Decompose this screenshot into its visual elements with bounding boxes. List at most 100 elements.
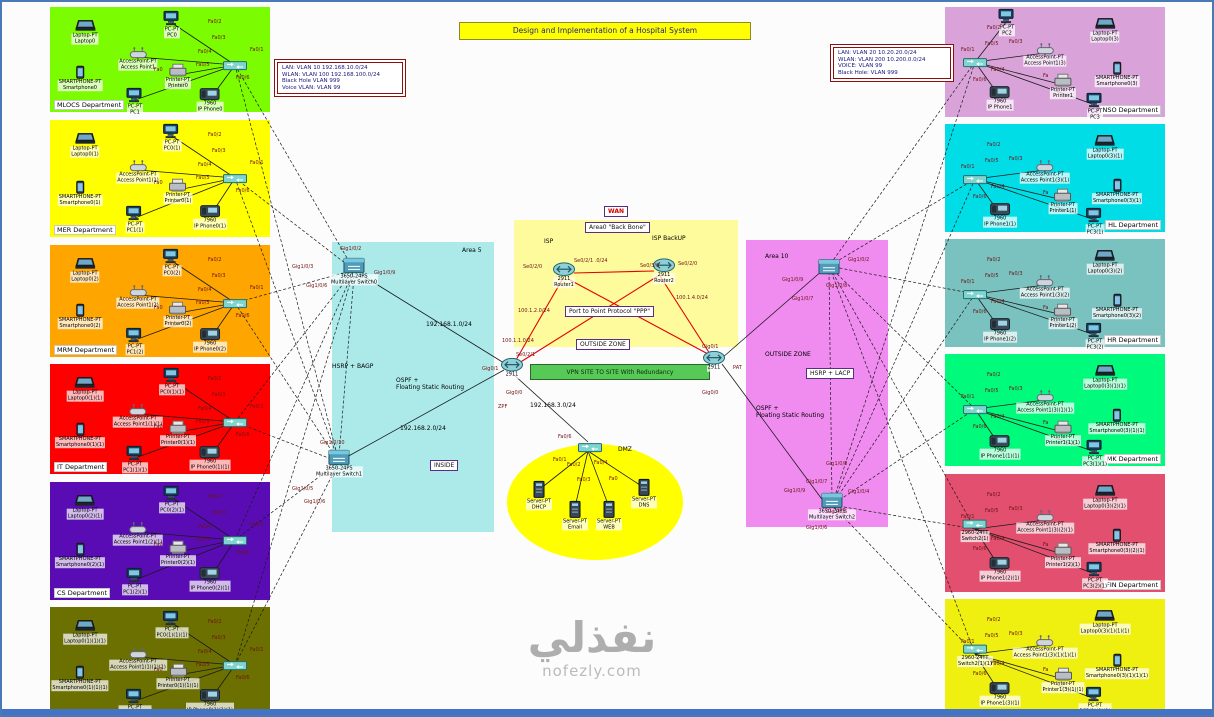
device-printer1-1-1[interactable]: Printer-PT Printer1(1)(1) — [1045, 420, 1081, 447]
device-printer1[interactable]: Printer-PT Printer1 — [1049, 73, 1077, 100]
device-laptop0-3-2[interactable]: Laptop-PT Laptop0(3)(2) — [1086, 250, 1124, 275]
device-smartphone0-3-2[interactable]: SMARTPHONE-PT Smartphone0(3)(2) — [1091, 293, 1143, 320]
device-smartphone0-3-2-1[interactable]: SMARTPHONE-PT Smartphone0(3)(2)(1) — [1088, 528, 1146, 555]
device-smartphone0-2[interactable]: SMARTPHONE-PT Smartphone0(2) — [57, 303, 103, 330]
device-printer1-2[interactable]: Printer-PT Printer1(2) — [1048, 303, 1078, 330]
device-multilayer-switch0[interactable]: 3650-24PS Multilayer Switch0 — [329, 257, 379, 286]
device-laptop0-1-1[interactable]: Laptop-PT Laptop0(1)(1) — [66, 377, 104, 402]
device-printer0[interactable]: Printer-PT Printer0 — [164, 63, 192, 90]
device-printer0-2-1[interactable]: Printer-PT Printer0(2)(1) — [160, 540, 196, 567]
device-ip-phone1-2[interactable]: 7960 IP Phone1(2) — [983, 318, 1017, 343]
device-printer1-1[interactable]: Printer-PT Printer1(1) — [1048, 188, 1078, 215]
device-smartphone0-3-1[interactable]: SMARTPHONE-PT Smartphone0(3)(1) — [1091, 178, 1143, 205]
device-pc0-1-1-1[interactable]: PC-PT PC0(1)(1)(1) — [155, 610, 189, 639]
device-dns[interactable]: Server-PT DNS — [631, 478, 657, 509]
device-pc3-2-1[interactable]: PC-PT PC3(2)(1) — [1082, 561, 1108, 590]
device-switch[interactable] — [223, 173, 247, 185]
port-label: Fa0 — [154, 667, 163, 673]
device-pc2[interactable]: PC-PT PC2 — [998, 8, 1016, 37]
device-ip-phone1-1[interactable]: 7960 IP Phone1(1) — [983, 203, 1017, 228]
device-ip-phone1-3-1[interactable]: 7960 IP Phone1(3)(1) — [979, 682, 1021, 707]
device-laptop0-1-1-1[interactable]: Laptop-PT Laptop0(1)(1)(1) — [63, 620, 107, 645]
device-laptop0-2-1[interactable]: Laptop-PT Laptop0(2)(1) — [66, 495, 104, 520]
device-2911[interactable]: 2911 — [703, 350, 725, 372]
device-smartphone0-3[interactable]: SMARTPHONE-PT Smartphone0(3) — [1094, 61, 1140, 88]
device-ip-phone0[interactable]: 7960 IP Phone0 — [196, 88, 224, 113]
device-switch[interactable] — [963, 289, 987, 301]
device-access-point1-3[interactable]: AccessPoint-PT Access Point1(3) — [1023, 42, 1067, 67]
device-pc0-2[interactable]: PC-PT PC0(2) — [162, 248, 182, 277]
port-label: Gig1/0/5 — [292, 486, 314, 492]
device-printer0-1[interactable]: Printer-PT Printer0(1) — [163, 178, 193, 205]
device-access-point1[interactable]: AccessPoint-PT Access Point1 — [118, 46, 158, 71]
device-access-point1-3-1[interactable]: AccessPoint-PT Access Point1(3)(1) — [1019, 159, 1071, 184]
device-laptop0-2[interactable]: Laptop-PT Laptop0(2) — [70, 258, 100, 283]
device-web[interactable]: Server-PT WEB — [596, 500, 622, 531]
device-pc3-2[interactable]: PC-PT PC3(2) — [1085, 322, 1105, 351]
device-pc0-1[interactable]: PC-PT PC0(1) — [162, 123, 182, 152]
device-switch[interactable] — [963, 404, 987, 416]
device-switch[interactable] — [963, 174, 987, 186]
device-switch2-1[interactable]: 2960-24TT Switch2(1) — [960, 518, 990, 543]
device-pc0-2-1[interactable]: PC-PT PC0(2)(1) — [159, 485, 185, 514]
device-ip-phone0-1-1[interactable]: 7960 IP Phone0(1)(1) — [189, 446, 231, 471]
device-printer1-2-1[interactable]: Printer-PT Printer1(2)(1) — [1045, 542, 1081, 569]
device-router1[interactable]: 2911 Router1 — [553, 262, 575, 289]
port-label: Fa0/5 — [196, 175, 210, 181]
device-smartphone0-1-1-1[interactable]: SMARTPHONE-PT Smartphone0(1)(1)(1) — [51, 665, 109, 692]
device-access-point1-3-1-1-1[interactable]: AccessPoint-PT Access Point1(3)(1)(1)(1) — [1012, 634, 1078, 659]
device-laptop0-3-1-1[interactable]: Laptop-PT Laptop0(3)(1)(1) — [1083, 365, 1127, 390]
device-pc1-2-1[interactable]: PC-PT PC1(2)(1) — [122, 567, 148, 596]
device-pc1-1[interactable]: PC-PT PC1(1) — [125, 205, 145, 234]
device-printer0-1-1-1[interactable]: Printer-PT Printer0(1)(1)(1) — [156, 663, 200, 690]
device-switch[interactable] — [223, 60, 247, 72]
device-pc3-1[interactable]: PC-PT PC3(1) — [1085, 207, 1105, 236]
device-switch[interactable] — [223, 298, 247, 310]
device-laptop0-3[interactable]: Laptop-PT Laptop0(3) — [1090, 18, 1120, 43]
device-printer0-1-1[interactable]: Printer-PT Printer0(1)(1) — [160, 420, 196, 447]
device-dhcp[interactable]: Server-PT DHCP — [526, 480, 552, 511]
device-laptop0-1[interactable]: Laptop-PT Laptop0(1) — [70, 133, 100, 158]
device-access-point1-3-1-1[interactable]: AccessPoint-PT Access Point1(3)(1)(1) — [1016, 389, 1074, 414]
device-switch[interactable] — [223, 660, 247, 672]
device-smartphone0-1[interactable]: SMARTPHONE-PT Smartphone0(1) — [57, 180, 103, 207]
device-printer0-2[interactable]: Printer-PT Printer0(2) — [163, 301, 193, 328]
device-pc1-2[interactable]: PC-PT PC1(2) — [125, 327, 145, 356]
device-pc1-1-1[interactable]: PC-PT PC1(1)(1) — [122, 445, 148, 474]
device-laptop0[interactable]: Laptop-PT Laptop0 — [71, 20, 99, 45]
device-pc0[interactable]: PC-PT PC0 — [163, 10, 181, 39]
device-switch[interactable] — [223, 535, 247, 547]
device-pc3[interactable]: PC-PT PC3 — [1086, 92, 1104, 121]
device-ip-phone1-1-1[interactable]: 7960 IP Phone1(1)(1) — [979, 435, 1021, 460]
device-multilayer-switch2[interactable]: 3650-24PS Multilayer Switch2 — [807, 492, 857, 521]
device-laptop0-3-2-1[interactable]: Laptop-PT Laptop0(3)(2)(1) — [1083, 485, 1127, 510]
device-access-point1-3-2-1[interactable]: AccessPoint-PT Access Point1(3)(2)(1) — [1016, 509, 1074, 534]
device-switch[interactable] — [578, 442, 602, 454]
device-mls[interactable] — [818, 259, 840, 275]
device-smartphone0-1-1[interactable]: SMARTPHONE-PT Smartphone0(1)(1) — [54, 422, 106, 449]
device-pc3-1-1[interactable]: PC-PT PC3(1)(1) — [1082, 439, 1108, 468]
device-switch2-1-1[interactable]: 2960-24TT Switch2(1)(1) — [957, 643, 993, 668]
device-smartphone0[interactable]: SMARTPHONE-PT Smartphone0 — [57, 65, 103, 92]
device-ip-phone0-1[interactable]: 7960 IP Phone0(1) — [193, 205, 227, 230]
device-pc0-1-1[interactable]: PC-PT PC0(1)(1) — [159, 367, 185, 396]
device-pc1[interactable]: PC-PT PC1 — [126, 87, 144, 116]
device-ip-phone1[interactable]: 7960 IP Phone1 — [986, 86, 1014, 111]
device-multilayer-switch1[interactable]: 3650-24PS Multilayer Switch1 — [314, 449, 364, 478]
device-2911[interactable]: 2911 — [501, 357, 523, 379]
device-access-point1-3-2[interactable]: AccessPoint-PT Access Point1(3)(2) — [1019, 274, 1071, 299]
device-ip-phone1-2-1[interactable]: 7960 IP Phone1(2)(1) — [979, 557, 1021, 582]
device-laptop0-3-1[interactable]: Laptop-PT Laptop0(3)(1) — [1086, 135, 1124, 160]
device-switch[interactable] — [963, 57, 987, 69]
device-ip-phone0-2[interactable]: 7960 IP Phone0(2) — [193, 328, 227, 353]
device-switch[interactable] — [223, 417, 247, 429]
device-label: Printer-PT Printer1(1) — [1048, 202, 1078, 215]
device-smartphone0-2-1[interactable]: SMARTPHONE-PT Smartphone0(2)(1) — [54, 542, 106, 569]
device-smartphone0-3-1-1[interactable]: SMARTPHONE-PT Smartphone0(3)(1)(1) — [1088, 408, 1146, 435]
port-label: Fa0/2 — [987, 25, 1001, 31]
device-smartphone0-3-1-1-1[interactable]: SMARTPHONE-PT Smartphone0(3)(1)(1)(1) — [1084, 653, 1150, 680]
device-laptop0-3-1-1-1[interactable]: Laptop-PT Laptop0(3)(1)(1)(1) — [1079, 610, 1131, 635]
device-email[interactable]: Server-PT Email — [562, 500, 588, 531]
device-label: Laptop-PT Laptop0(3) — [1090, 30, 1120, 43]
device-ip-phone0-2-1[interactable]: 7960 IP Phone0(2)(1) — [189, 567, 231, 592]
